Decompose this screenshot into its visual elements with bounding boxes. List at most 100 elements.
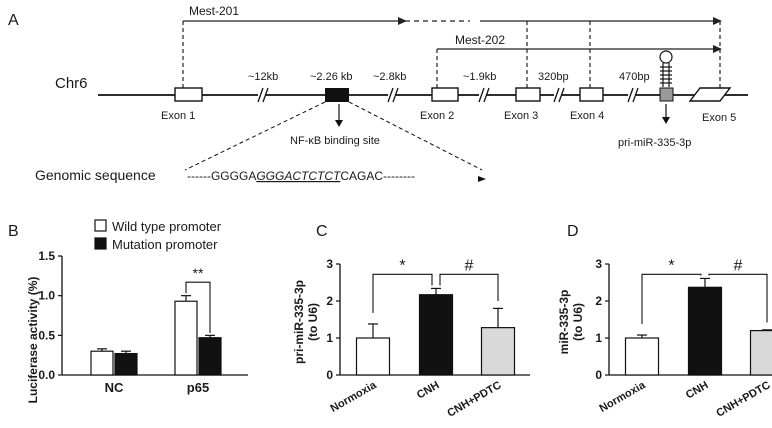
exon-2-label: Exon 2 xyxy=(420,110,454,122)
exon-5-box xyxy=(688,87,732,102)
exon-1-label: Exon 1 xyxy=(161,110,195,122)
chart-b-plot: 0.0 0.5 1.0 1.5NC p65 ** xyxy=(38,249,248,395)
chart-c-significance-label: # xyxy=(465,257,474,274)
nfkb-site-box xyxy=(325,88,349,102)
chart-c-ylabel: pri-miR-335-3p(to U6) xyxy=(292,280,320,364)
chart-d-x-label: CNH xyxy=(684,379,711,401)
exon-1-box xyxy=(174,87,203,102)
chart-b-mutation-bar xyxy=(114,352,138,376)
break-marks xyxy=(257,87,639,103)
chart-c-significance-label: * xyxy=(399,257,405,274)
gap-label-3: ~2.8kb xyxy=(373,71,406,83)
chart-d-ylabel: miR-335-3p(to U6) xyxy=(557,290,585,355)
chart-b-y-tick-label: 0.0 xyxy=(38,368,55,382)
genomic-sequence: ------GGGGAGGGACTCTCTCAGAC-------- xyxy=(187,169,415,183)
nfkb-site-label: NF-κB binding site xyxy=(290,135,380,147)
chart-d-cnh-bar xyxy=(687,286,723,376)
panel-b: B Wild type promoter Mutation promoter L… xyxy=(8,219,248,403)
panel-a: A Mest-201 Mest-202 Chr6 xyxy=(8,4,748,183)
chart-b-y-tick-label: 0.5 xyxy=(38,328,55,342)
zoom-line-right xyxy=(348,101,483,171)
legend-swatch-wild-type xyxy=(94,219,107,232)
chart-d-x-label: Normoxia xyxy=(598,379,649,415)
chart-b-ylabel: Luciferase activity (%) xyxy=(26,277,40,404)
chart-c-y-tick-label: 0 xyxy=(326,368,333,382)
exon-3-box xyxy=(515,87,541,102)
chart-c-ylabel-line1: pri-miR-335-3p xyxy=(292,280,306,364)
chart-d-significance-bracket xyxy=(641,273,702,324)
chart-c-cnh-pdtc-bar xyxy=(480,327,516,376)
chart-c-normoxia-bar xyxy=(355,337,391,376)
panel-letter-c: C xyxy=(316,223,328,240)
chart-b-significance-label: ** xyxy=(193,265,204,281)
chart-c-y-tick-label: 2 xyxy=(326,294,333,308)
chart-b-mutation-bar xyxy=(198,337,222,376)
hairpin-icon xyxy=(659,50,673,87)
gap-label-6: 470bp xyxy=(619,71,650,83)
exon-4-label: Exon 4 xyxy=(570,110,604,122)
exon-5-label: Exon 5 xyxy=(702,112,736,124)
chart-d-cnh-pdtc-bar xyxy=(749,330,772,376)
seq-binding-site: GGGACTCTCT xyxy=(256,169,342,183)
chart-d-significance-label: * xyxy=(668,257,674,274)
chart-d-y-tick-label: 0 xyxy=(595,368,602,382)
legend-label-mutation: Mutation promoter xyxy=(112,237,218,252)
chart-d-normoxia-bar xyxy=(624,337,660,376)
panel-letter-d: D xyxy=(567,223,579,240)
chart-d-ylabel-line1: miR-335-3p xyxy=(557,290,571,355)
chart-b-x-label: p65 xyxy=(187,380,209,395)
panel-letter-a: A xyxy=(8,12,19,29)
legend-swatch-mutation xyxy=(94,237,107,250)
nfkb-arrowhead xyxy=(335,120,343,127)
chart-d-y-tick-label: 3 xyxy=(595,257,602,271)
chart-b-y-tick-label: 1.5 xyxy=(38,249,55,263)
sequence-arrowhead xyxy=(478,176,486,182)
genomic-sequence-label: Genomic sequence xyxy=(35,167,156,183)
chart-c-y-tick-label: 1 xyxy=(326,331,333,345)
chart-c-ylabel-line2: (to U6) xyxy=(306,303,320,341)
mirna-arrowhead xyxy=(662,117,670,124)
chart-d-x-label: CNH+PDTC xyxy=(714,379,772,420)
chart-c-significance-bracket xyxy=(439,273,499,301)
exon-3-label: Exon 3 xyxy=(504,110,538,122)
transcript-mest-201-label: Mest-201 xyxy=(189,4,239,18)
panel-letter-b: B xyxy=(8,223,19,240)
chart-c-x-label: CNH xyxy=(415,379,442,401)
chart-b-x-label: NC xyxy=(105,380,124,395)
chart-c-significance-bracket xyxy=(372,273,433,313)
chart-d-y-tick-label: 1 xyxy=(595,331,602,345)
chart-c-cnh-bar xyxy=(418,294,454,376)
transcript-mest-201 xyxy=(182,17,722,88)
zoom-line-left xyxy=(184,101,326,171)
chart-b-y-tick-label: 1.0 xyxy=(38,289,55,303)
chart-c-x-label: Normoxia xyxy=(329,379,380,415)
chart-c-y-tick-label: 3 xyxy=(326,257,333,271)
exon-2-box xyxy=(431,87,459,102)
mirna-label: pri-miR-335-3p xyxy=(618,137,691,149)
legend-label-wild-type: Wild type promoter xyxy=(112,219,222,234)
seq-right: CAGAC-------- xyxy=(340,169,415,183)
chart-b-wild-type-bar xyxy=(90,350,114,376)
transcript-mest-202 xyxy=(436,21,722,88)
gap-label-5: 320bp xyxy=(538,71,569,83)
chart-c-x-label: CNH+PDTC xyxy=(445,379,503,420)
transcript-mest-202-label: Mest-202 xyxy=(455,33,505,47)
chart-d-significance-bracket xyxy=(708,273,768,323)
chart-b-wild-type-bar xyxy=(174,300,198,376)
gap-label-2: ~2.26 kb xyxy=(310,71,353,83)
chart-b-significance-bracket xyxy=(185,281,211,333)
gap-label-4: ~1.9kb xyxy=(463,71,496,83)
exon-4-box xyxy=(579,87,604,102)
chromosome-label: Chr6 xyxy=(55,75,88,92)
gap-label-1: ~12kb xyxy=(248,71,278,83)
mirna-box xyxy=(659,87,674,102)
chart-d-significance-label: # xyxy=(734,257,743,274)
seq-left: ------GGGGA xyxy=(187,169,256,183)
chart-d-ylabel-line2: (to U6) xyxy=(571,303,585,341)
chart-d-y-tick-label: 2 xyxy=(595,294,602,308)
